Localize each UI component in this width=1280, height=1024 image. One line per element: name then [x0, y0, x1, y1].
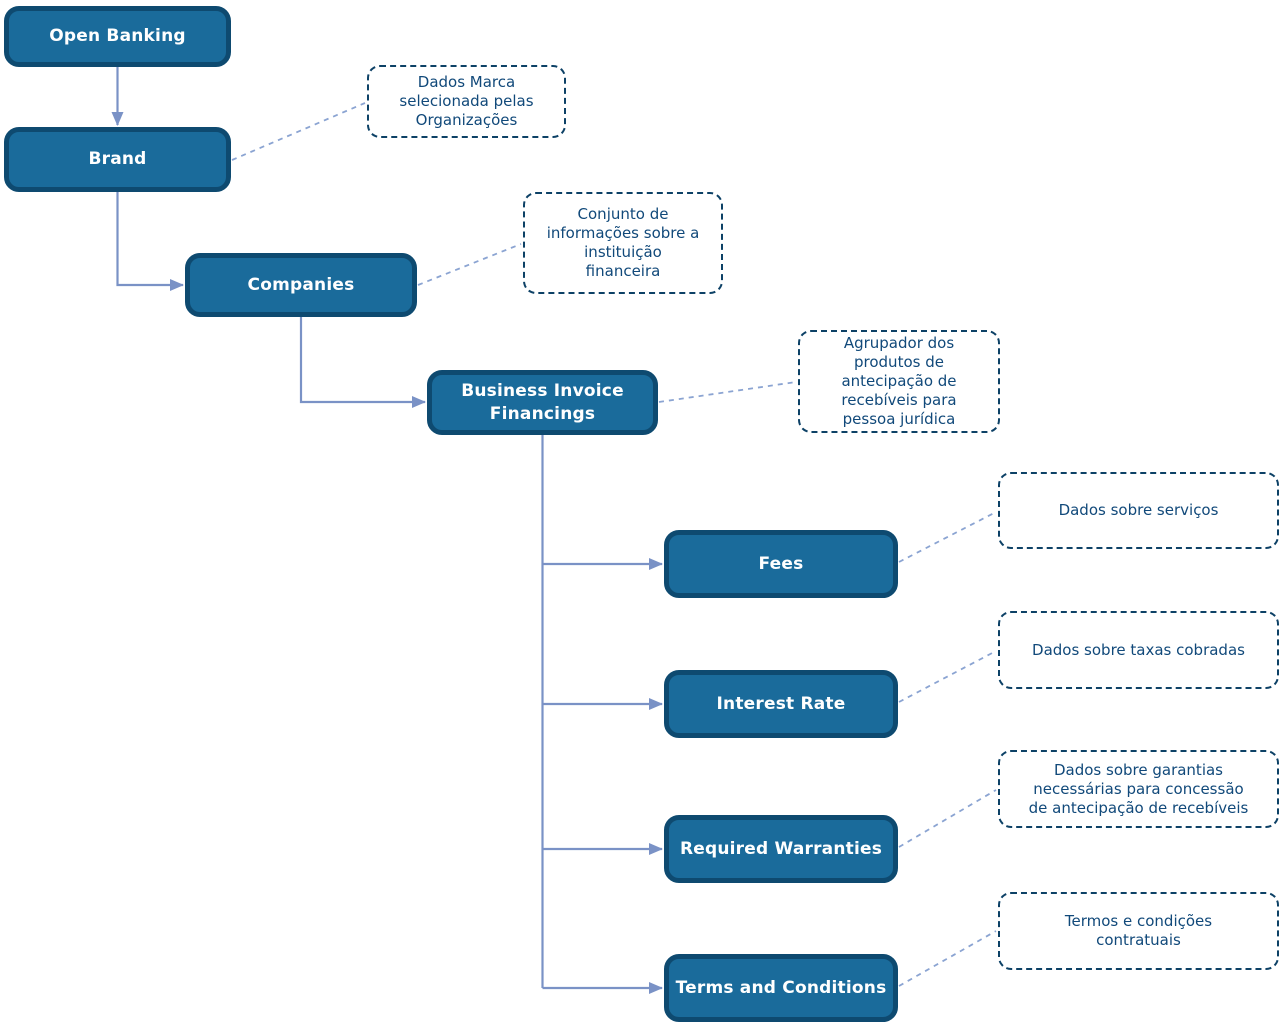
- note-fees: Dados sobre serviços: [998, 472, 1279, 549]
- note-required-warranties: Dados sobre garantias necessárias para c…: [998, 750, 1279, 828]
- node-fees: Fees: [664, 530, 898, 598]
- node-open-banking: Open Banking: [4, 6, 231, 67]
- node-brand: Brand: [4, 127, 231, 192]
- node-business-invoice-financings: Business Invoice Financings: [427, 370, 658, 435]
- note-terms-and-conditions: Termos e condições contratuais: [998, 892, 1279, 970]
- node-required-warranties: Required Warranties: [664, 815, 898, 883]
- note-brand: Dados Marca selecionada pelas Organizaçõ…: [367, 65, 566, 138]
- node-companies: Companies: [185, 253, 417, 317]
- note-companies: Conjunto de informações sobre a institui…: [523, 192, 723, 294]
- link-business-invoice-financings-note: [658, 381, 797, 403]
- note-interest-rate: Dados sobre taxas cobradas: [998, 611, 1279, 689]
- link-fees-note: [898, 511, 997, 563]
- link-brand-note: [231, 102, 366, 161]
- link-companies-note: [417, 243, 522, 286]
- link-required-warranties-note: [898, 789, 997, 848]
- note-business-invoice-financings: Agrupador dos produtos de antecipação de…: [798, 330, 1000, 433]
- node-terms-and-conditions: Terms and Conditions: [664, 954, 898, 1022]
- link-terms-and-conditions-note: [898, 930, 997, 987]
- node-interest-rate: Interest Rate: [664, 670, 898, 738]
- link-interest-rate-note: [898, 650, 997, 703]
- connector-brand-to-companies: [116, 192, 184, 291]
- connector-companies-to-business-invoice-financings: [299, 317, 426, 408]
